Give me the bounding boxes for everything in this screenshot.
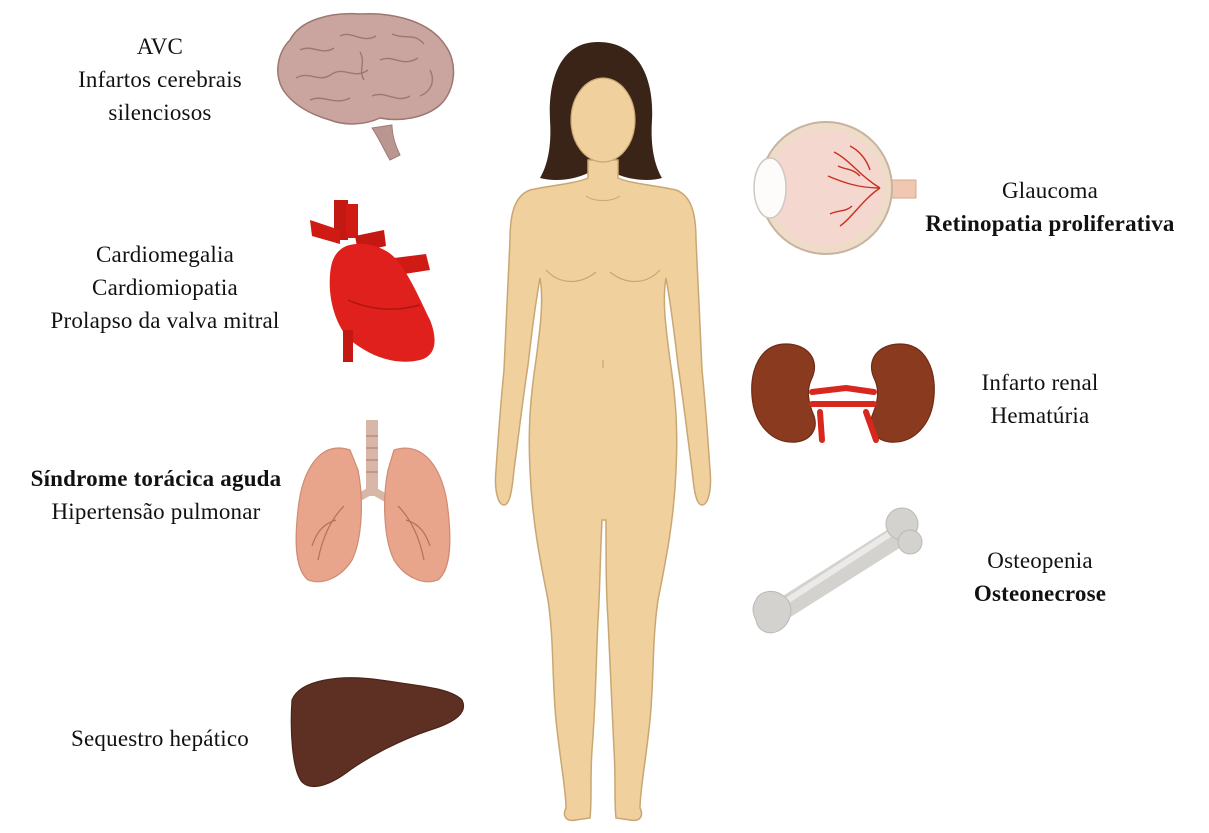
liver-icon (291, 678, 463, 787)
liver-label: Sequestro hepático (40, 722, 280, 755)
liver-label-line-1: Sequestro hepático (40, 722, 280, 755)
heart-label-line-1: Cardiomegalia (10, 238, 320, 271)
brain-label: AVC Infartos cerebrais silenciosos (50, 30, 270, 129)
bone-icon (753, 508, 922, 633)
kidneys-label-line-1: Infarto renal (950, 366, 1130, 399)
woman-figure-icon (495, 42, 710, 820)
eye-label-line-2: Retinopatia proliferativa (900, 207, 1200, 240)
kidneys-label: Infarto renal Hematúria (950, 366, 1130, 432)
kidneys-icon (752, 344, 934, 442)
heart-label-line-3: Prolapso da valva mitral (10, 304, 320, 337)
lungs-icon (296, 420, 450, 582)
eye-label: Glaucoma Retinopatia proliferativa (900, 174, 1200, 240)
brain-icon (278, 14, 454, 160)
brain-label-line-3: silenciosos (50, 96, 270, 129)
bone-label-line-1: Osteopenia (950, 544, 1130, 577)
heart-label-line-2: Cardiomiopatia (10, 271, 320, 304)
brain-label-line-1: AVC (50, 30, 270, 63)
brain-label-line-2: Infartos cerebrais (50, 63, 270, 96)
lungs-label-line-1: Síndrome torácica aguda (4, 462, 308, 495)
lungs-label: Síndrome torácica aguda Hipertensão pulm… (4, 462, 308, 528)
heart-label: Cardiomegalia Cardiomiopatia Prolapso da… (10, 238, 320, 337)
kidneys-label-line-2: Hematúria (950, 399, 1130, 432)
bone-label: Osteopenia Osteonecrose (950, 544, 1130, 610)
lungs-label-line-2: Hipertensão pulmonar (4, 495, 308, 528)
bone-label-line-2: Osteonecrose (950, 577, 1130, 610)
eye-icon (754, 122, 916, 254)
eye-label-line-1: Glaucoma (900, 174, 1200, 207)
heart-icon (310, 200, 435, 362)
